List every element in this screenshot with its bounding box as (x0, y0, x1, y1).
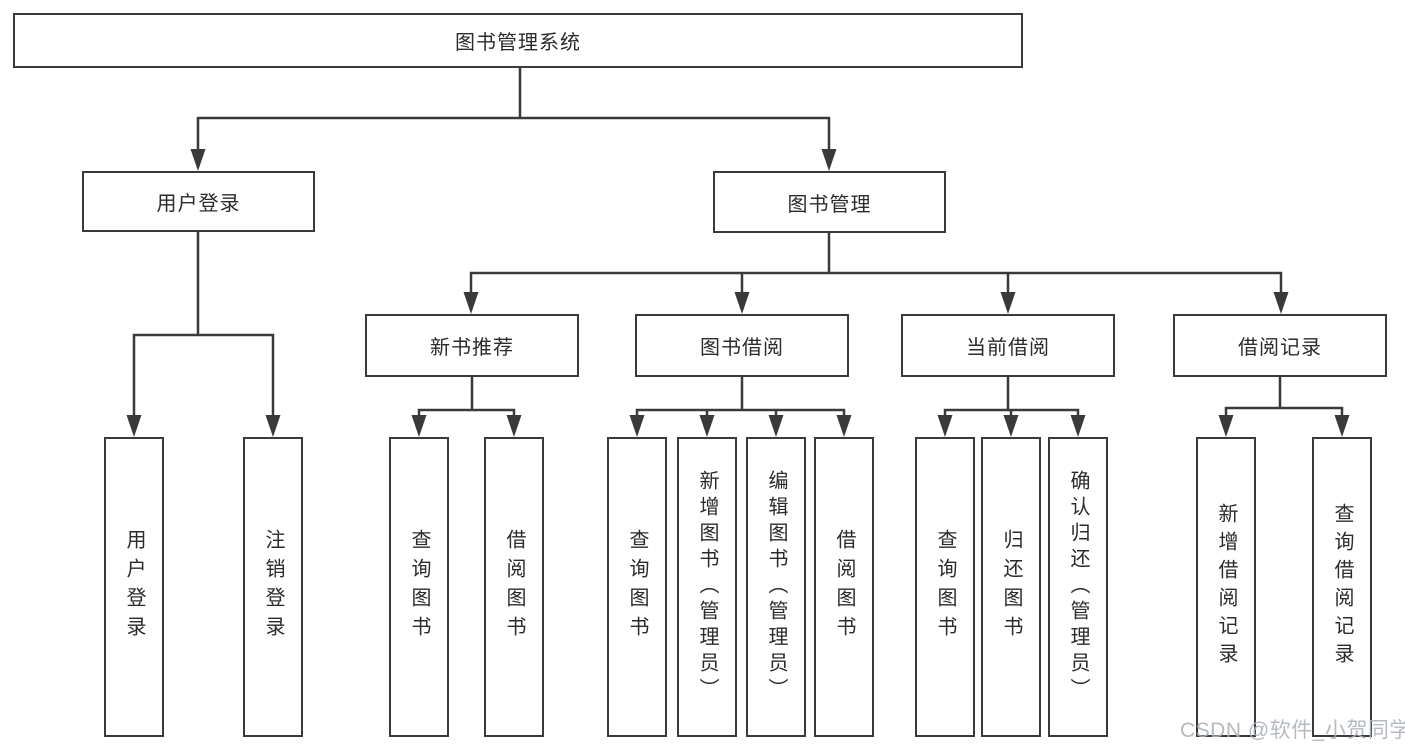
node-root: 图书管理系统 (13, 13, 1023, 68)
connector-paths (132, 68, 1344, 416)
leaf-query-books-recommend: 查询图书 (389, 437, 449, 737)
leaf-edit-book-admin: 编辑图书（管理员） (746, 437, 806, 737)
leaf-query-books-current: 查询图书 (915, 437, 975, 737)
node-current-borrow: 当前借阅 (901, 314, 1115, 377)
leaf-logout: 注销登录 (243, 437, 303, 737)
leaf-add-book-admin: 新增图书（管理员） (677, 437, 737, 737)
node-new-book-recommend: 新书推荐 (365, 314, 579, 377)
leaf-add-borrow-record: 新增借阅记录 (1196, 437, 1256, 737)
watermark: CSDN @软件_小贺同学 (1180, 719, 1405, 742)
node-borrow-records: 借阅记录 (1173, 314, 1387, 377)
leaf-confirm-return-admin: 确认归还（管理员） (1048, 437, 1108, 737)
node-book-borrow: 图书借阅 (635, 314, 849, 377)
leaf-user-login: 用户登录 (104, 437, 164, 737)
leaf-query-borrow-record: 查询借阅记录 (1312, 437, 1372, 737)
leaf-return-book: 归还图书 (981, 437, 1041, 737)
leaf-borrow-books-recommend: 借阅图书 (484, 437, 544, 737)
node-user-login: 用户登录 (82, 171, 315, 232)
arrowheads (126, 149, 1350, 437)
node-book-management: 图书管理 (713, 171, 946, 233)
leaf-query-books-borrow: 查询图书 (607, 437, 667, 737)
leaf-borrow-books: 借阅图书 (814, 437, 874, 737)
